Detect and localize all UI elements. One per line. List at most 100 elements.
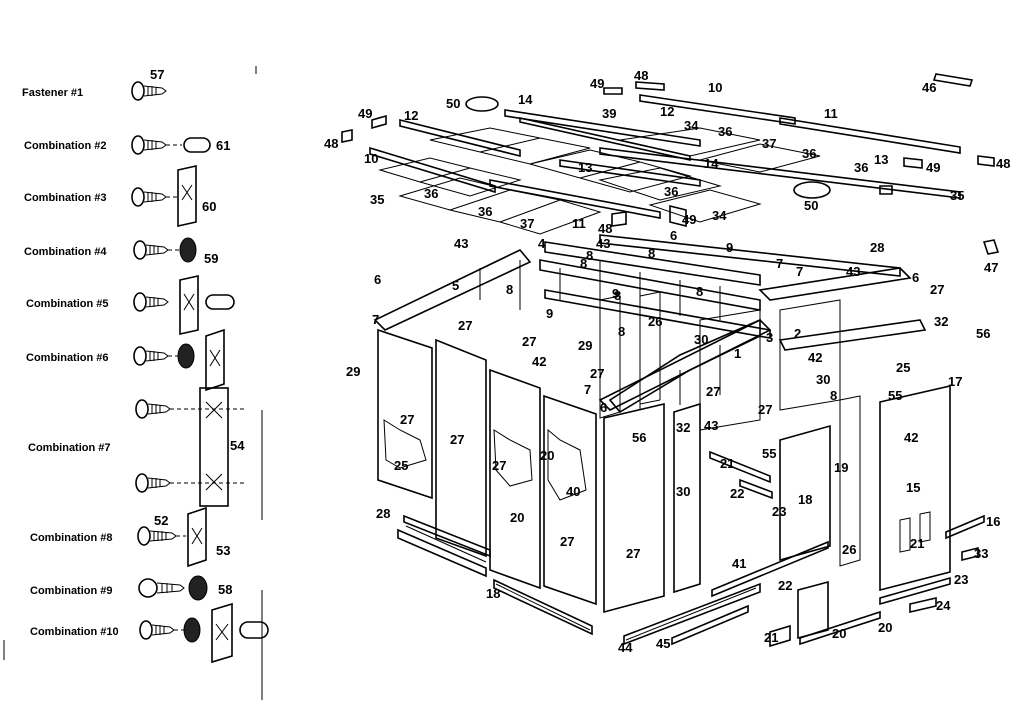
part-callout: 48 xyxy=(598,221,612,236)
legend-part-53: 53 xyxy=(216,543,230,558)
part-callout: 30 xyxy=(816,372,830,387)
part-callout: 20 xyxy=(540,448,554,463)
part-callout: 18 xyxy=(798,492,812,507)
part-callout: 36 xyxy=(854,160,868,175)
legend-part-57: 57 xyxy=(150,67,164,82)
part-callout: 8 xyxy=(648,246,655,261)
part-callout: 27 xyxy=(590,366,604,381)
part-callout: 43 xyxy=(704,418,718,433)
part-callout: 13 xyxy=(578,160,592,175)
part-callout: 35 xyxy=(950,188,964,203)
part-callout: 34 xyxy=(684,118,699,133)
wall-panels xyxy=(377,291,951,640)
floor-rails xyxy=(397,450,985,648)
part-callout: 30 xyxy=(694,332,708,347)
part-callout: 49 xyxy=(590,76,604,91)
part-callout: 55 xyxy=(888,388,902,403)
part-callout: 3 xyxy=(766,330,773,345)
part-callout: 23 xyxy=(772,504,786,519)
part-callout: 27 xyxy=(458,318,472,333)
part-callout: 27 xyxy=(400,412,414,427)
part-callout: 34 xyxy=(712,208,727,223)
legend-label-7: Combination #7 xyxy=(28,442,111,454)
part-callout: 20 xyxy=(832,626,846,641)
part-callout: 36 xyxy=(718,124,732,139)
part-callout: 20 xyxy=(510,510,524,525)
part-callout: 26 xyxy=(648,314,662,329)
part-callout: 22 xyxy=(778,578,792,593)
part-callout: 29 xyxy=(346,364,360,379)
roof-parts xyxy=(341,73,1000,255)
part-callout: 10 xyxy=(364,151,378,166)
legend-label-2: Combination #2 xyxy=(24,140,107,152)
part-callout: 28 xyxy=(376,506,390,521)
legend-label-3: Combination #3 xyxy=(24,192,107,204)
fastener-legend: Fastener #1 Combination #2 Combination #… xyxy=(3,66,269,700)
part-callout: 30 xyxy=(676,484,690,499)
part-callout: 27 xyxy=(758,402,772,417)
part-callout: 5 xyxy=(452,278,459,293)
legend-divider xyxy=(3,66,263,700)
part-callout: 24 xyxy=(936,598,951,613)
part-callout: 10 xyxy=(708,80,722,95)
part-callout: 8 xyxy=(696,284,703,299)
part-callout: 22 xyxy=(730,486,744,501)
part-callout: 42 xyxy=(532,354,546,369)
part-callout: 25 xyxy=(394,458,408,473)
part-callout: 9 xyxy=(726,240,733,255)
part-callout: 8 xyxy=(618,324,625,339)
legend-label-9: Combination #9 xyxy=(30,585,113,597)
part-callout: 36 xyxy=(664,184,678,199)
part-callout: 1 xyxy=(734,346,741,361)
part-callout: 55 xyxy=(762,446,776,461)
legend-part-59: 59 xyxy=(204,251,218,266)
part-callout: 56 xyxy=(976,326,990,341)
part-callout: 27 xyxy=(522,334,536,349)
part-callout: 25 xyxy=(896,360,910,375)
part-callout: 12 xyxy=(404,108,418,123)
part-callout: 26 xyxy=(842,542,856,557)
part-callout: 20 xyxy=(878,620,892,635)
part-callout: 35 xyxy=(370,192,384,207)
part-callout: 21 xyxy=(720,456,734,471)
part-callout: 14 xyxy=(518,92,533,107)
part-callout: 9 xyxy=(612,286,619,301)
legend-label-5: Combination #5 xyxy=(26,298,109,310)
part-callout: 21 xyxy=(764,630,778,645)
part-callout: 42 xyxy=(808,350,822,365)
part-callout: 47 xyxy=(984,260,998,275)
part-callout: 15 xyxy=(906,480,920,495)
part-callout: 14 xyxy=(704,156,719,171)
part-callout: 16 xyxy=(986,514,1000,529)
part-callout: 27 xyxy=(706,384,720,399)
part-callout: 12 xyxy=(660,104,674,119)
part-callout: 48 xyxy=(996,156,1010,171)
part-callout: 39 xyxy=(602,106,616,121)
part-callout: 19 xyxy=(834,460,848,475)
part-callout: 41 xyxy=(732,556,746,571)
part-callout: 27 xyxy=(626,546,640,561)
part-callout: 7 xyxy=(372,312,379,327)
part-callout: 50 xyxy=(446,96,460,111)
part-callout: 43 xyxy=(846,264,860,279)
part-callout: 23 xyxy=(954,572,968,587)
part-callout: 33 xyxy=(974,546,988,561)
part-callout: 27 xyxy=(492,458,506,473)
part-callout: 17 xyxy=(948,374,962,389)
part-callout: 21 xyxy=(910,536,924,551)
part-callout: 27 xyxy=(450,432,464,447)
legend-label-4: Combination #4 xyxy=(24,246,107,258)
screw-icon xyxy=(131,81,269,664)
legend-part-60: 60 xyxy=(202,199,216,214)
part-callout: 40 xyxy=(566,484,580,499)
legend-part-58: 58 xyxy=(218,582,232,597)
part-callout: 36 xyxy=(478,204,492,219)
part-callout: 4 xyxy=(538,236,546,251)
part-callout: 37 xyxy=(520,216,534,231)
part-callout: 13 xyxy=(874,152,888,167)
legend-label-6: Combination #6 xyxy=(26,352,109,364)
legend-part-61: 61 xyxy=(216,138,230,153)
